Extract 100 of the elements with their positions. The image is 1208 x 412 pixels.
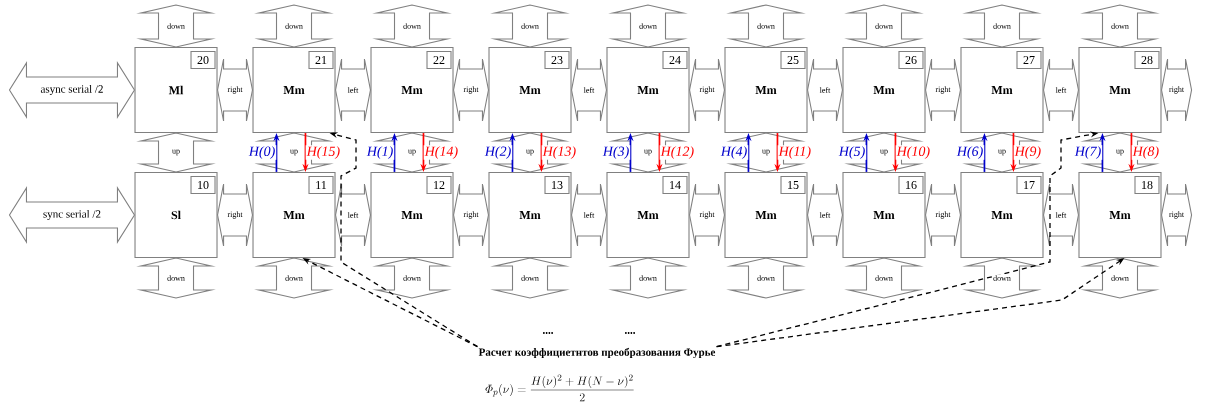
- edge-label: down: [521, 23, 539, 29]
- number-box: 11: [308, 175, 334, 195]
- double-arrow: [490, 4, 570, 48]
- edge-label: H(15): [306, 146, 340, 159]
- edge-label: down: [875, 23, 893, 29]
- double-arrow: [925, 183, 961, 247]
- double-arrow: [453, 183, 490, 247]
- double-arrow: [136, 4, 216, 48]
- double-arrow: [608, 4, 688, 48]
- edge-label: down: [757, 23, 775, 29]
- ellipsis-dots: ....: [543, 332, 553, 334]
- edge-label: right: [463, 211, 479, 219]
- number-box: 12: [426, 175, 452, 195]
- edge-label: down: [285, 275, 303, 281]
- edge-label: down: [993, 23, 1011, 29]
- double-arrow: [335, 58, 372, 122]
- number-box: 22: [426, 50, 452, 70]
- number-box: 23: [544, 50, 570, 70]
- double-arrow: [608, 257, 688, 299]
- double-arrow: [844, 257, 924, 299]
- edge-label: down: [1111, 275, 1129, 281]
- double-arrow: [1043, 183, 1079, 247]
- edge-label: left: [819, 212, 831, 218]
- edge-label: H(5): [838, 146, 865, 159]
- edge-label: down: [403, 275, 421, 281]
- double-arrow: [571, 183, 608, 247]
- edge-label: sync serial /2: [43, 210, 101, 220]
- double-arrow: [807, 58, 843, 122]
- double-arrow: [335, 183, 372, 247]
- double-arrow: [217, 58, 254, 122]
- double-arrow: [254, 257, 334, 299]
- edge-label: up: [1116, 149, 1124, 156]
- number-box: 26: [898, 50, 924, 70]
- double-arrow: [726, 4, 806, 48]
- double-arrow: [962, 4, 1042, 48]
- number-box: 15: [780, 175, 806, 195]
- edge-label: up: [880, 149, 888, 156]
- edge-label: H(6): [956, 146, 983, 159]
- number-box: 18: [1134, 175, 1160, 195]
- double-arrow: [136, 257, 216, 299]
- edge-label: down: [875, 275, 893, 281]
- number-box: 13: [544, 175, 570, 195]
- double-arrow: [1043, 58, 1079, 122]
- edge-label: H(4): [720, 146, 747, 159]
- edge-label: right: [699, 86, 715, 94]
- edge-label: down: [993, 275, 1011, 281]
- annotation-text: Расчет коэффициетнтов преобразования Фурье: [478, 347, 716, 359]
- edge-label: down: [167, 275, 185, 281]
- number-box: 10: [190, 175, 216, 195]
- edge-label: right: [1169, 211, 1185, 219]
- number-box: 14: [662, 175, 688, 195]
- edge-label: down: [1111, 23, 1129, 29]
- edge-label: right: [463, 86, 479, 94]
- edge-label: right: [227, 86, 243, 94]
- edge-label: H(3): [602, 146, 629, 159]
- edge-label: down: [639, 23, 657, 29]
- edge-label: right: [935, 86, 951, 94]
- edge-label: up: [762, 149, 770, 156]
- double-arrow: [571, 58, 608, 122]
- edge-label: async serial /2: [40, 85, 103, 95]
- number-box: 24: [662, 50, 688, 70]
- edge-label: left: [1055, 212, 1067, 218]
- edge-label: right: [1169, 86, 1185, 94]
- edge-label: up: [172, 149, 180, 156]
- number-box: 20: [190, 50, 216, 70]
- edge-label: down: [403, 23, 421, 29]
- edge-label: down: [167, 23, 185, 29]
- double-arrow: [490, 257, 570, 299]
- edge-label: H(8): [1132, 146, 1159, 159]
- edge-label: left: [347, 212, 359, 218]
- number-box: 17: [1016, 175, 1042, 195]
- double-arrow: [689, 183, 725, 247]
- number-box: 25: [780, 50, 806, 70]
- edge-label: left: [1055, 87, 1067, 93]
- number-box: 27: [1016, 50, 1042, 70]
- double-arrow: [689, 58, 725, 122]
- double-arrow: [254, 4, 334, 48]
- edge-label: right: [935, 211, 951, 219]
- edge-label: down: [521, 275, 539, 281]
- double-arrow: [1080, 257, 1160, 299]
- edge-label: H(14): [424, 146, 458, 159]
- edge-label: up: [290, 149, 298, 156]
- double-arrow: [136, 132, 216, 173]
- edge-label: H(2): [484, 146, 511, 159]
- edge-label: right: [227, 211, 243, 219]
- edge-label: up: [526, 149, 534, 156]
- edge-label: left: [583, 87, 595, 93]
- double-arrow: [844, 4, 924, 48]
- edge-label: H(0): [248, 146, 275, 159]
- edge-label: down: [639, 275, 657, 281]
- double-arrow: [372, 4, 452, 48]
- number-box: 28: [1134, 50, 1160, 70]
- edge-label: up: [998, 149, 1006, 156]
- edge-label: down: [285, 23, 303, 29]
- number-box: 21: [308, 50, 334, 70]
- edge-label: up: [644, 149, 652, 156]
- double-arrow: [925, 58, 961, 122]
- edge-label: left: [819, 87, 831, 93]
- edge-label: left: [347, 87, 359, 93]
- edge-label: right: [699, 211, 715, 219]
